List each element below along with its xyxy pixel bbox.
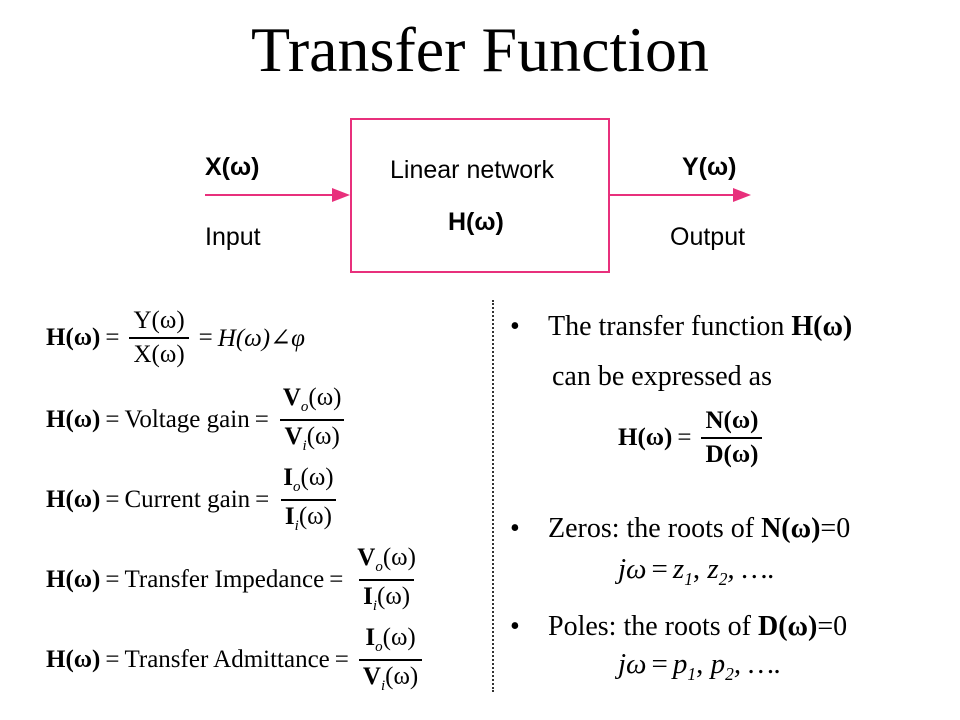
eq5-lhs: H(ω) <box>46 645 101 673</box>
poles-equation: jω=p1, p2, …. <box>618 648 782 684</box>
ratio-denominator: D(ω) <box>701 437 763 468</box>
equals-sign: = <box>255 485 270 513</box>
equals-sign: = <box>198 324 213 352</box>
eq4-numerator: Vo(ω) <box>357 544 416 575</box>
bullet-1-symbol: H(ω) <box>791 311 853 342</box>
eq1-fraction: Y(ω) X(ω) <box>129 307 189 369</box>
bullet-3: • <box>510 611 520 642</box>
equals-sign: = <box>254 405 269 433</box>
ratio-fraction: N(ω) D(ω) <box>701 407 763 469</box>
eq4-label: Transfer Impedance <box>124 565 325 593</box>
eq4-lhs: H(ω) <box>46 565 101 593</box>
eq2-numerator: Vo(ω) <box>282 384 342 415</box>
eq3-fraction: Io(ω) Ii(ω) <box>279 464 337 535</box>
zeros-equation: jω=z1, z2, …. <box>618 553 775 589</box>
eq2-label: Voltage gain <box>124 405 250 433</box>
equation-numerator-denominator: H(ω) = N(ω) D(ω) <box>618 407 767 469</box>
dotted-separator <box>492 300 494 692</box>
equation-ratio-polar: H(ω) = Y(ω) X(ω) = H(ω)∠φ <box>46 307 305 369</box>
bullet-2-symbol: N(ω) <box>761 513 821 544</box>
block-symbol: H(ω) <box>448 208 504 236</box>
input-label: Input <box>205 223 261 251</box>
equation-voltage-gain: H(ω) = Voltage gain = Vo(ω) Vi(ω) <box>46 384 350 455</box>
eq3-denominator: Ii(ω) <box>280 498 336 535</box>
eq2-fraction: Vo(ω) Vi(ω) <box>279 384 346 455</box>
bullet-2: • <box>510 513 520 544</box>
equals-sign: = <box>105 324 120 352</box>
eq5-fraction: Io(ω) Vi(ω) <box>358 624 423 695</box>
ratio-lhs: H(ω) <box>618 424 673 452</box>
bullet-3-text: Poles: the roots of D(ω)=0 <box>548 611 848 642</box>
equals-sign: = <box>334 645 349 673</box>
output-symbol: Y(ω) <box>682 153 737 181</box>
input-arrow-line <box>205 194 332 196</box>
eq2-lhs: H(ω) <box>46 405 101 433</box>
equation-current-gain: H(ω) = Current gain = Io(ω) Ii(ω) <box>46 464 343 535</box>
output-arrow-head <box>733 188 751 202</box>
eq5-label: Transfer Admittance <box>124 645 330 673</box>
equation-transfer-impedance: H(ω) = Transfer Impedance = Vo(ω) Ii(ω) <box>46 544 425 615</box>
output-arrow-line <box>610 194 733 196</box>
eq1-numerator: Y(ω) <box>133 307 185 334</box>
bullet-1-continuation: can be expressed as <box>552 361 773 392</box>
eq1-polar-form: H(ω)∠φ <box>217 325 305 353</box>
eq4-fraction: Vo(ω) Ii(ω) <box>353 544 420 615</box>
equals-sign: = <box>105 485 120 513</box>
eq1-denominator: X(ω) <box>129 337 189 368</box>
bullet-1-text: The transfer function H(ω) <box>548 311 853 342</box>
output-label: Output <box>670 223 746 251</box>
eq3-label: Current gain <box>124 485 251 513</box>
page-title: Transfer Function <box>250 14 710 85</box>
linear-network-box <box>350 118 610 273</box>
bullet-2-text: Zeros: the roots of N(ω)=0 <box>548 513 851 544</box>
eq5-numerator: Io(ω) <box>365 624 416 655</box>
equals-sign: = <box>105 645 120 673</box>
equation-transfer-admittance: H(ω) = Transfer Admittance = Io(ω) Vi(ω) <box>46 624 427 695</box>
eq3-numerator: Io(ω) <box>283 464 334 495</box>
input-arrow-head <box>332 188 350 202</box>
equals-sign: = <box>329 565 344 593</box>
eq1-lhs: H(ω) <box>46 324 101 352</box>
eq2-denominator: Vi(ω) <box>280 418 344 455</box>
block-label: Linear network <box>390 156 554 184</box>
equals-sign: = <box>677 424 692 452</box>
equals-sign: = <box>105 565 120 593</box>
bullet-3-symbol: D(ω) <box>758 611 818 642</box>
ratio-numerator: N(ω) <box>705 407 759 434</box>
eq4-denominator: Ii(ω) <box>359 578 415 615</box>
eq3-lhs: H(ω) <box>46 485 101 513</box>
equals-sign: = <box>105 405 120 433</box>
bullet-1: • <box>510 311 520 342</box>
eq5-denominator: Vi(ω) <box>358 658 423 695</box>
input-symbol: X(ω) <box>205 153 260 181</box>
